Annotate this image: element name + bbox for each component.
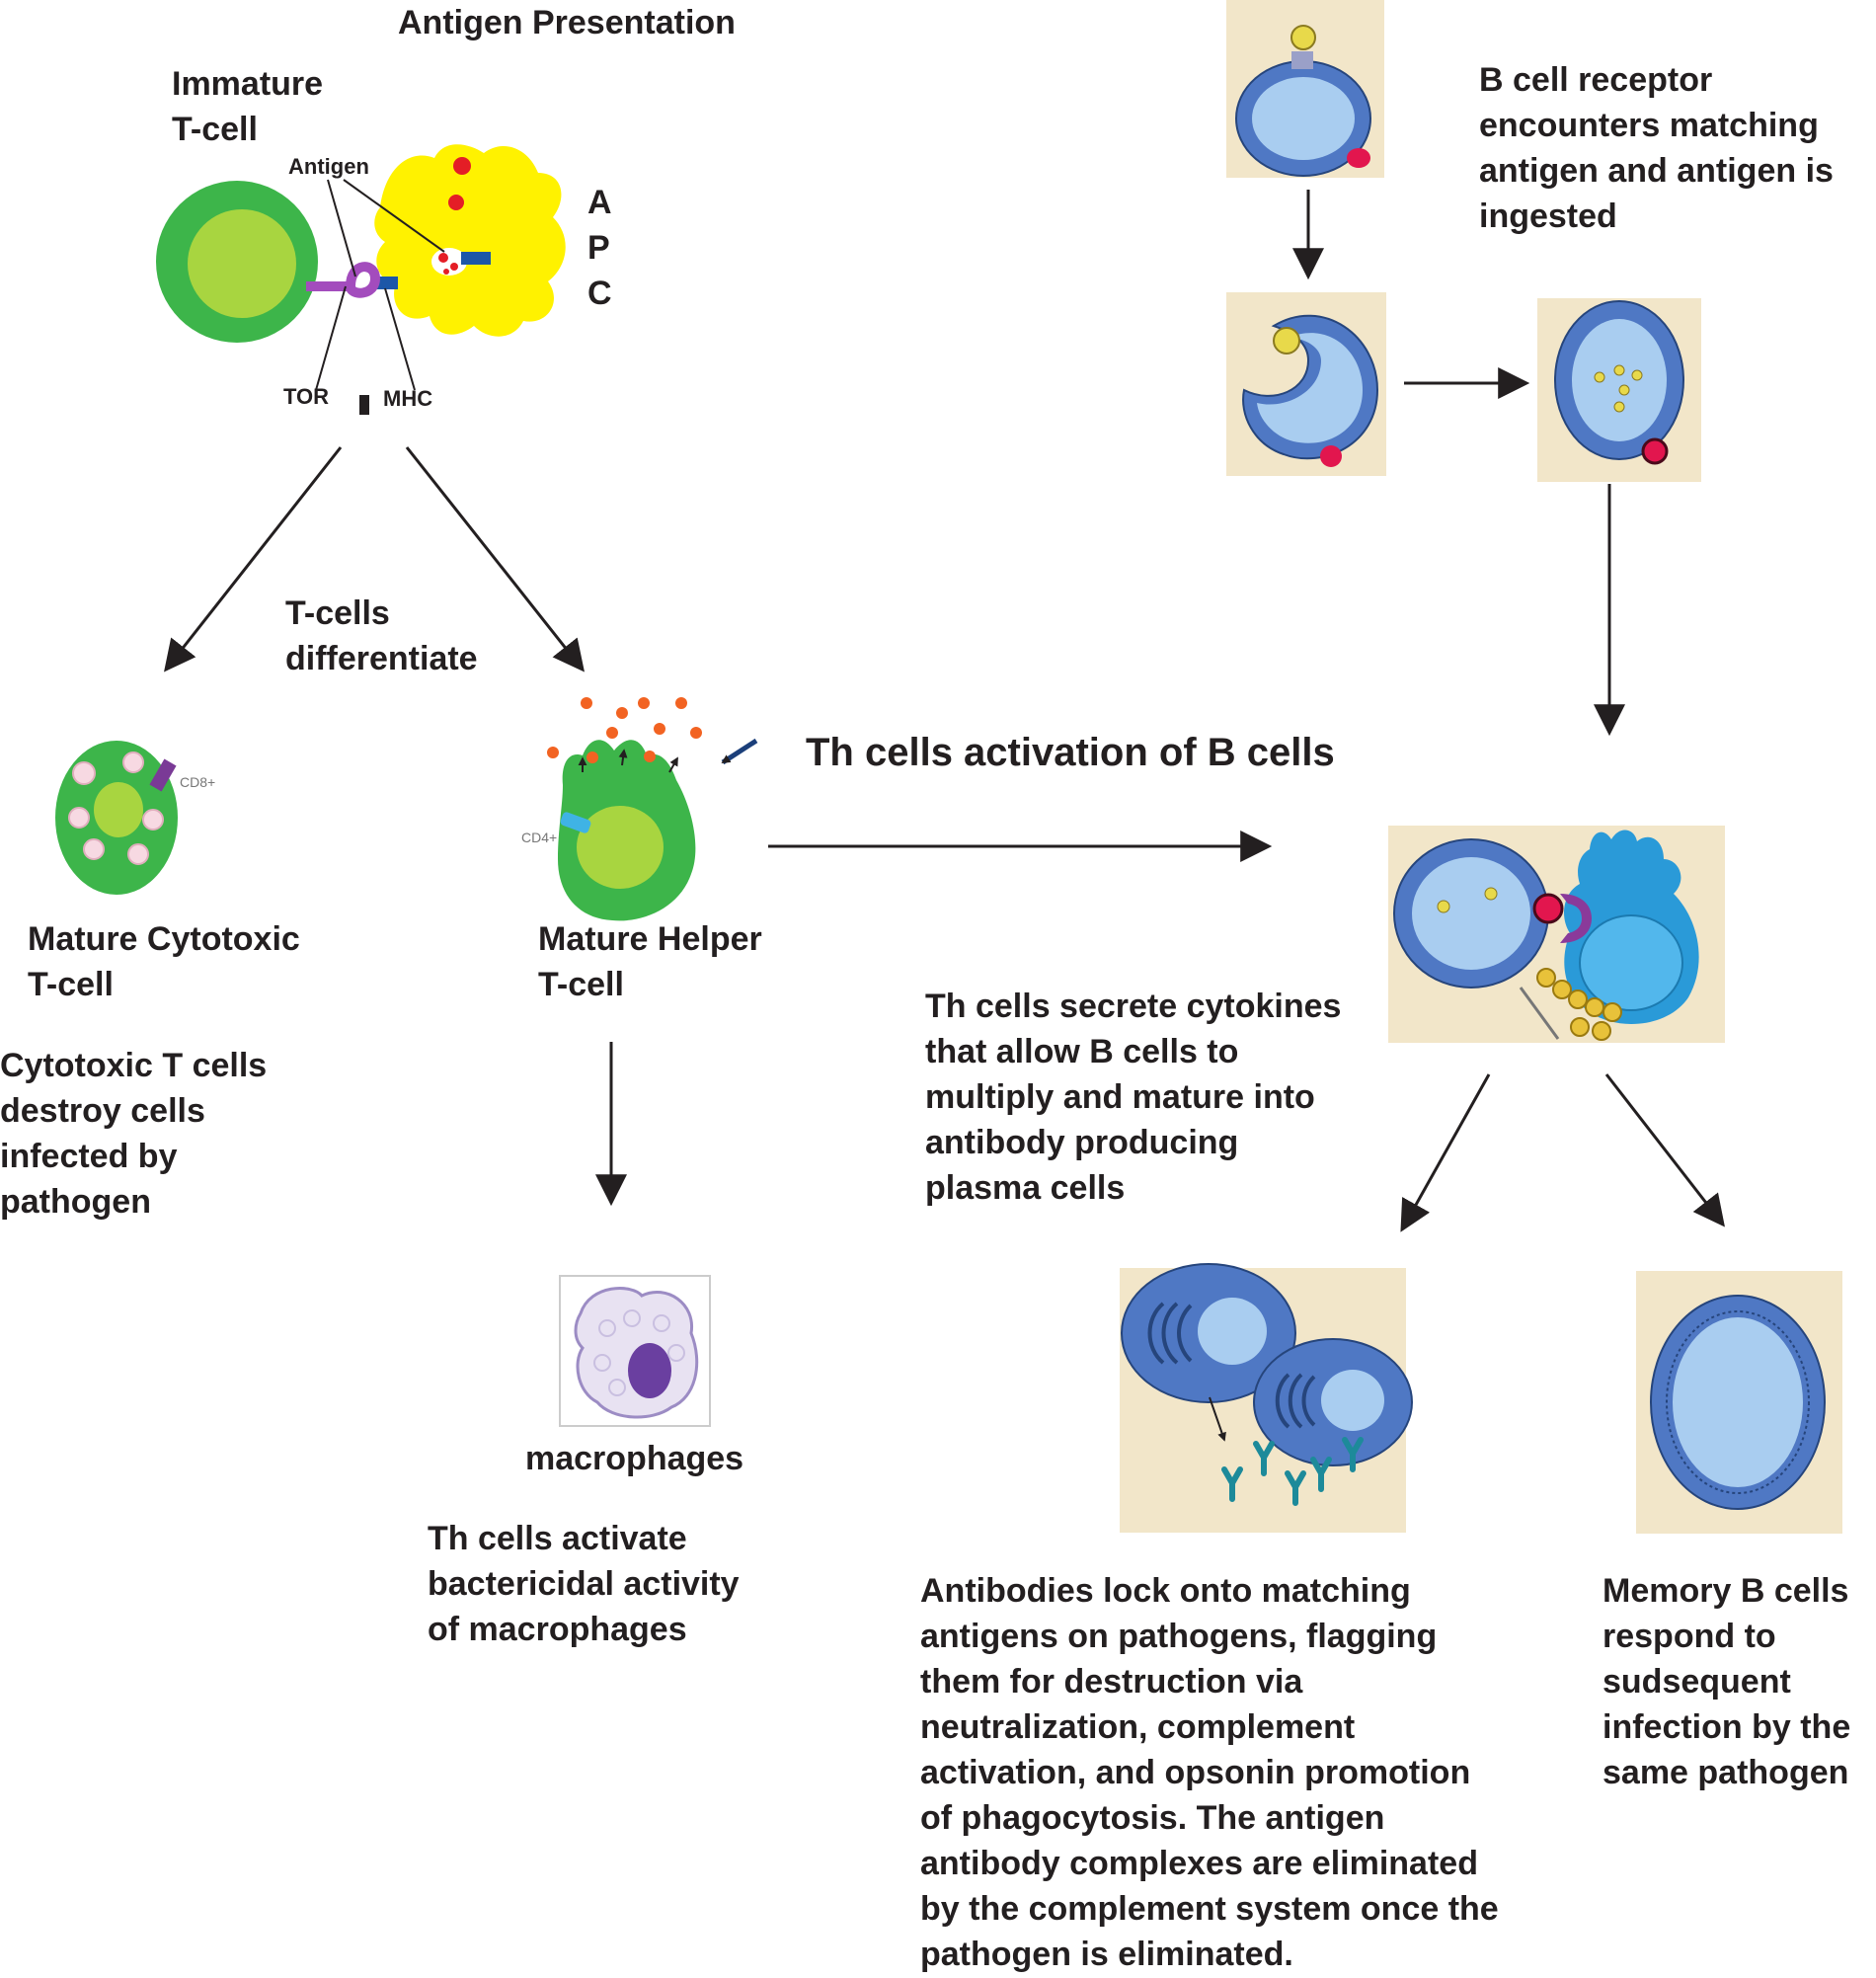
apc-cell bbox=[374, 144, 566, 337]
cytotoxic-tcell-cell bbox=[55, 741, 178, 895]
bcr-panel-1 bbox=[1226, 0, 1384, 178]
arrow-to-plasma bbox=[1400, 1073, 1491, 1232]
differentiate-label: T-cells differentiate bbox=[285, 594, 478, 677]
arrow-to-cytotoxic bbox=[164, 446, 343, 673]
plasma-cell-panel bbox=[1120, 1263, 1413, 1533]
macrophage-cell bbox=[559, 1275, 711, 1427]
secretion-arrows bbox=[578, 749, 678, 773]
bcr-panel-3 bbox=[1537, 298, 1701, 482]
apc-label: A P C bbox=[587, 184, 612, 312]
cytotoxic-tcell-label: Mature Cytotoxic T-cell bbox=[28, 920, 300, 1003]
th-activation-title: Th cells activation of B cells bbox=[806, 731, 1335, 774]
cd4-marker-label: CD4+ bbox=[521, 830, 557, 845]
immature-tcell-label: Immature T-cell bbox=[172, 65, 324, 148]
mhc-label: MHC bbox=[383, 386, 433, 411]
macrophages-description: Th cells activate bactericidal activity … bbox=[428, 1520, 740, 1648]
cd8-marker-label: CD8+ bbox=[180, 774, 215, 790]
antigen-molecules bbox=[431, 157, 471, 276]
helper-tcell-cell bbox=[558, 740, 696, 921]
memory-bcell-panel bbox=[1636, 1271, 1842, 1534]
label-leader-lines bbox=[315, 179, 445, 391]
cytokine-particles bbox=[547, 697, 702, 763]
macrophages-label: macrophages bbox=[525, 1440, 744, 1477]
pointer-arrow bbox=[721, 738, 758, 765]
antibodies-description: Antibodies lock onto matching antigens o… bbox=[920, 1572, 1499, 1973]
bcr-panel-2 bbox=[1226, 292, 1386, 476]
tcr-receptor bbox=[306, 262, 381, 298]
antigen-label: Antigen bbox=[288, 154, 369, 179]
cytotoxic-description: Cytotoxic T cells destroy cells infected… bbox=[0, 1047, 268, 1221]
arrow-to-helper bbox=[405, 446, 585, 673]
helper-tcell-label: Mature Helper T-cell bbox=[538, 920, 762, 1003]
small-marker bbox=[359, 395, 369, 415]
immature-tcell-cell bbox=[156, 181, 318, 343]
arrow-to-memory bbox=[1604, 1073, 1725, 1227]
bcr-description: B cell receptor encounters matching anti… bbox=[1479, 61, 1834, 235]
activation-panel bbox=[1388, 826, 1725, 1043]
memory-bcell-description: Memory B cells respond to sudsequent inf… bbox=[1602, 1572, 1851, 1791]
antigen-presentation-title: Antigen Presentation bbox=[398, 4, 736, 41]
tcr-label: TOR bbox=[283, 384, 330, 409]
cytokines-description: Th cells secrete cytokines that allow B … bbox=[925, 988, 1342, 1207]
